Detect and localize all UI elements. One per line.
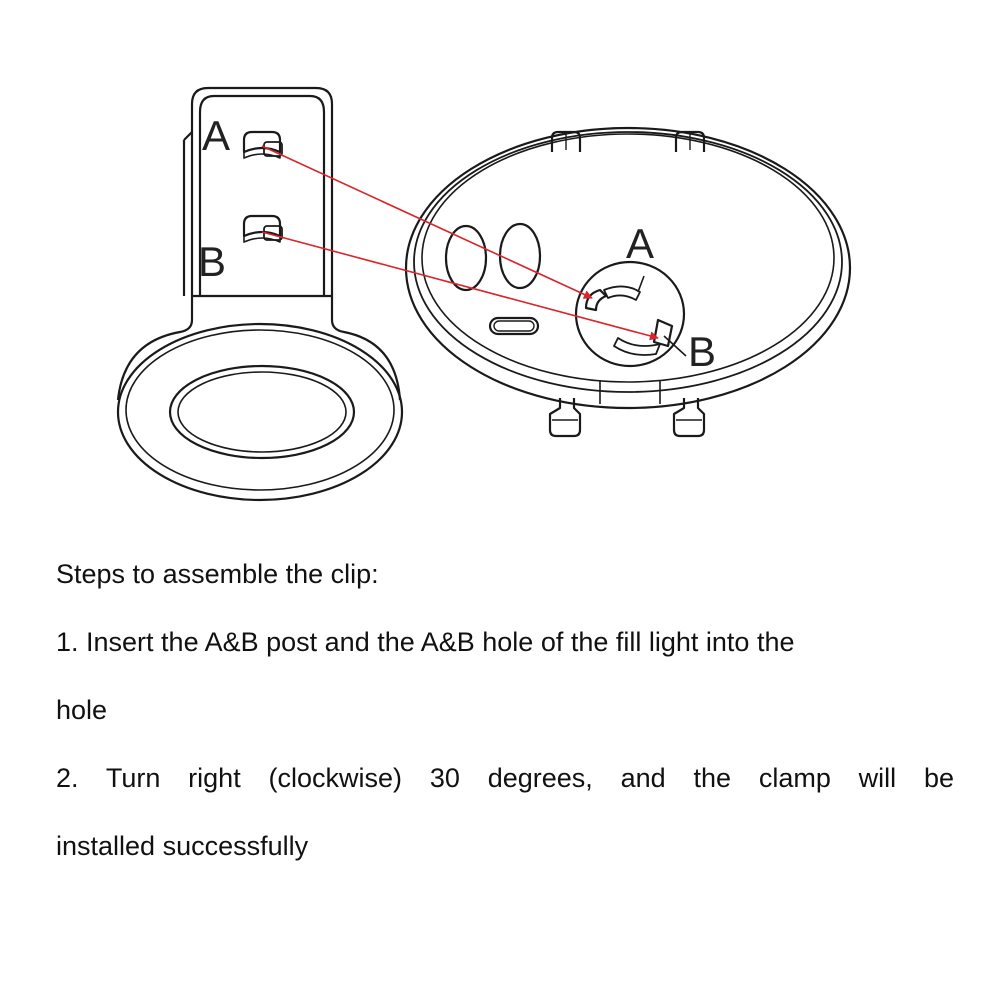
- light-top-tab-right: [674, 130, 706, 152]
- light-top-tab-left: [550, 130, 582, 152]
- clip-plate-inner-edge: [198, 94, 326, 296]
- clip-label-a: A: [202, 112, 230, 159]
- light-hole-b: [613, 318, 687, 357]
- light-body-outer: [404, 126, 852, 410]
- clip-neck: [116, 296, 402, 401]
- light-bottom-tab-right: [672, 398, 706, 438]
- clip-part: [116, 86, 404, 502]
- light-body-rim: [413, 131, 843, 393]
- clip-ring-hole-edge: [177, 371, 347, 453]
- clip-ring-outer: [116, 322, 404, 502]
- instructions-heading: Steps to assemble the clip:: [56, 559, 379, 589]
- clip-side-flange: [182, 131, 193, 296]
- light-label-a: A: [626, 220, 654, 267]
- step-2-line-1: 2. Turn right (clockwise) 30 degrees, an…: [56, 763, 954, 793]
- clip-label-b: B: [198, 238, 226, 285]
- light-lens-left: [444, 224, 488, 292]
- light-body-face: [421, 133, 835, 383]
- light-lens-right: [498, 222, 542, 290]
- instructions: Steps to assemble the clip: 1. Insert th…: [56, 540, 954, 880]
- light-slot: [488, 316, 540, 336]
- clip-post-b: [242, 214, 283, 243]
- light-mount-hole: [574, 260, 686, 368]
- step-1-line-1: 1. Insert the A&B post and the A&B hole …: [56, 627, 795, 657]
- clip-post-a: [242, 130, 283, 159]
- light-hole-a: [584, 275, 645, 312]
- arrow-b: [261, 231, 659, 341]
- step-1-line-2: hole: [56, 695, 108, 725]
- clip-ring-outer-edge: [125, 329, 395, 491]
- step-2-line-2: installed successfully: [56, 831, 309, 861]
- light-bottom-tab-left: [548, 398, 582, 438]
- light-label-b: B: [688, 328, 716, 375]
- arrow-a: [261, 145, 593, 299]
- fill-light-part: [404, 126, 852, 438]
- clip-plate-outline: [190, 86, 334, 296]
- assembly-diagram: A B: [116, 86, 852, 502]
- clip-ring-hole: [168, 364, 356, 460]
